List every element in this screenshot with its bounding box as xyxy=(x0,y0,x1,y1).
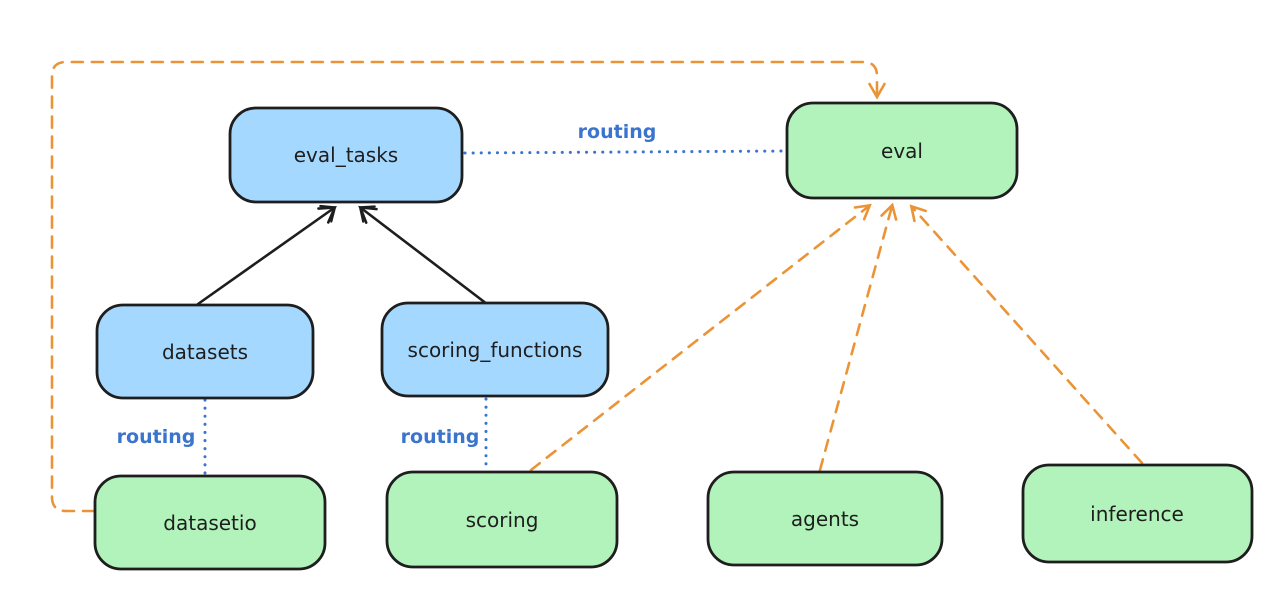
node-datasets-label: datasets xyxy=(162,340,248,364)
routing-label-middle: routing xyxy=(401,426,480,448)
node-datasets: datasets xyxy=(95,303,315,400)
node-scoring-functions-label: scoring_functions xyxy=(408,338,583,362)
node-scoring-box xyxy=(385,470,619,569)
node-agents-label: agents xyxy=(791,507,859,531)
node-eval-tasks: eval_tasks xyxy=(228,106,464,204)
node-scoring: scoring xyxy=(385,470,619,569)
edge-datasets-to-eval-tasks xyxy=(196,204,337,306)
node-eval-label: eval xyxy=(881,139,923,163)
node-scoring-label: scoring xyxy=(466,508,539,532)
node-eval: eval xyxy=(785,101,1019,200)
node-agents: agents xyxy=(706,470,944,567)
node-scoring-functions-box xyxy=(380,301,610,398)
node-inference-label: inference xyxy=(1090,502,1184,526)
edge-datasetio-to-eval xyxy=(50,60,886,513)
edge-scoring-functions-to-eval-tasks xyxy=(358,205,489,306)
node-datasets-box xyxy=(95,303,315,400)
edge-inference-to-eval xyxy=(909,204,1144,465)
node-inference: inference xyxy=(1021,463,1254,564)
edge-agents-to-eval xyxy=(818,202,898,472)
routing-label-top: routing xyxy=(578,121,657,143)
node-agents-box xyxy=(706,470,944,567)
node-inference-box xyxy=(1021,463,1254,564)
edge-scoring-to-eval xyxy=(529,203,872,472)
node-datasetio-box xyxy=(93,474,327,571)
node-datasetio: datasetio xyxy=(93,474,327,571)
edge-routing-eval-tasks-eval xyxy=(463,149,787,155)
node-eval-box xyxy=(785,101,1019,200)
node-datasetio-label: datasetio xyxy=(163,511,256,535)
node-eval-tasks-label: eval_tasks xyxy=(294,143,398,167)
node-eval-tasks-box xyxy=(228,106,464,204)
routing-label-left: routing xyxy=(117,426,196,448)
node-scoring-functions: scoring_functions xyxy=(380,301,610,398)
